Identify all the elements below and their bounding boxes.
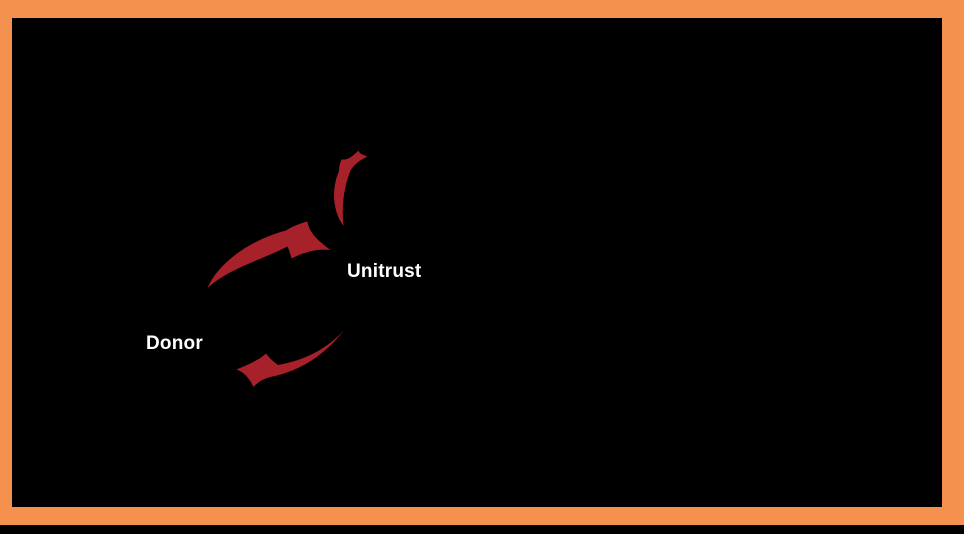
arrow-donor-to-unitrust-icon (207, 221, 331, 288)
arrows-canvas (207, 150, 368, 387)
unitrust-label: Unitrust (347, 261, 422, 282)
diagram-background (12, 18, 942, 507)
donor-label: Donor (146, 333, 203, 354)
arrow-unitrust-to-donor-icon (236, 330, 344, 387)
arrow-unitrust-upward-icon (334, 150, 368, 226)
